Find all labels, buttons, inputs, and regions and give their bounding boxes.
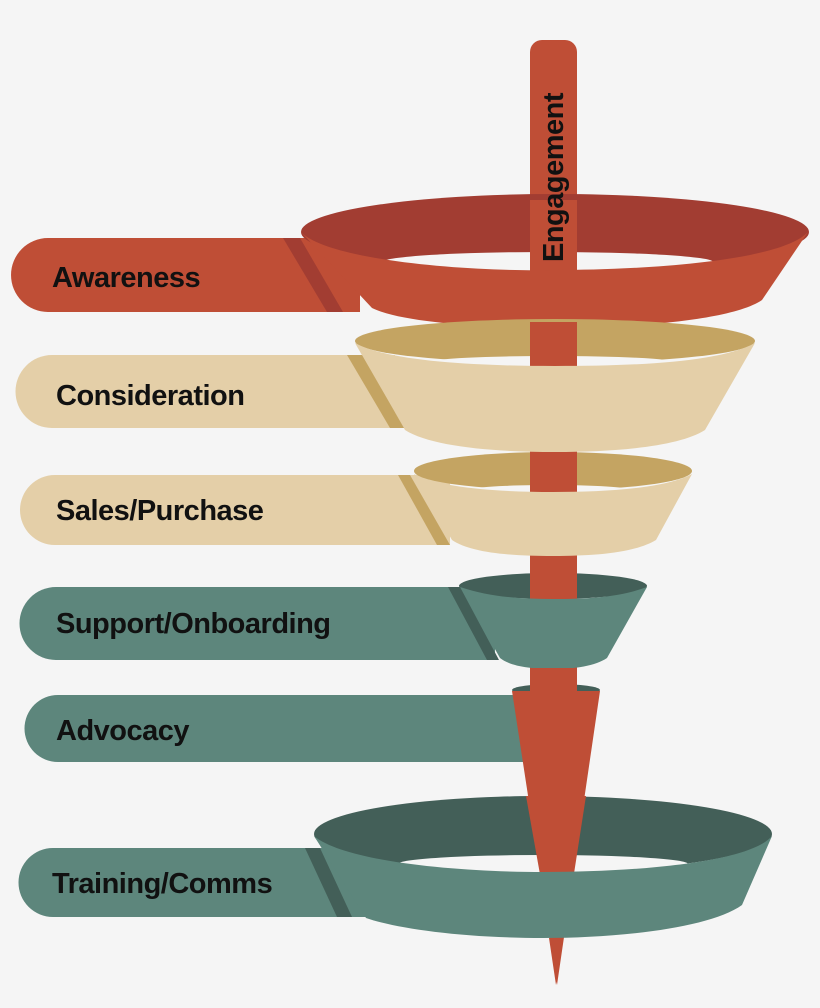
training-comms-fold	[305, 848, 352, 917]
stage-awareness[interactable]: Awareness	[11, 194, 809, 328]
consideration-label: Consideration	[56, 380, 244, 412]
stage-sales-purchase[interactable]: Sales/Purchase	[20, 452, 692, 556]
support-onboarding-bar[interactable]	[19, 587, 496, 660]
advocacy-bar[interactable]	[24, 695, 526, 762]
awareness-label: Awareness	[52, 262, 200, 294]
support-onboarding-fold	[448, 587, 499, 660]
engagement-arrow-tip	[549, 938, 563, 985]
consideration-bar[interactable]	[15, 355, 396, 428]
sales-purchase-bar[interactable]	[20, 475, 450, 545]
stage-support-onboarding[interactable]: Support/Onboarding	[19, 573, 648, 669]
consideration-fold	[347, 355, 404, 428]
consideration-ring-band	[355, 343, 755, 452]
training-comms-ring-band	[314, 836, 772, 938]
awareness-fold	[283, 238, 343, 312]
support-onboarding-ring-band	[460, 587, 647, 669]
engagement-label: Engagement	[538, 92, 570, 262]
training-comms-label: Training/Comms	[52, 868, 272, 900]
sales-purchase-ring-band	[414, 474, 692, 556]
awareness-ring-band	[301, 232, 808, 328]
stage-advocacy[interactable]: Advocacy	[24, 680, 601, 762]
stage-consideration[interactable]: Consideration	[15, 319, 756, 452]
training-comms-bar[interactable]	[18, 848, 371, 917]
support-onboarding-label: Support/Onboarding	[56, 608, 331, 640]
stage-training-comms[interactable]: Training/Comms	[18, 796, 773, 938]
sales-purchase-label: Sales/Purchase	[56, 495, 264, 527]
sales-purchase-fold	[398, 475, 450, 545]
awareness-bar[interactable]	[11, 238, 361, 312]
advocacy-label: Advocacy	[56, 715, 189, 747]
